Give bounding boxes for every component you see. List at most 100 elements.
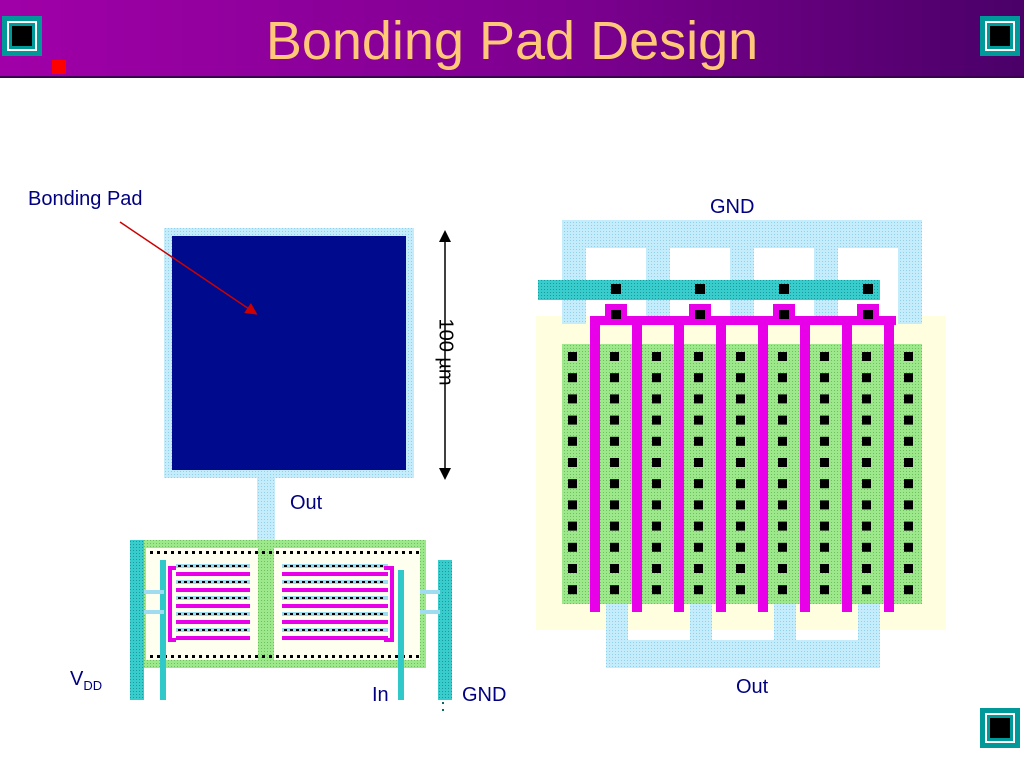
device-finger-contact [226, 613, 229, 615]
perimeter-dot [346, 655, 349, 658]
device-finger-contact [232, 565, 235, 567]
perimeter-dot [395, 655, 398, 658]
device-finger-contact [332, 597, 335, 599]
diffusion-contact [694, 521, 703, 531]
perimeter-dot [206, 551, 209, 554]
label-gnd-left: GND [462, 684, 507, 706]
diffusion-contact [820, 521, 829, 531]
diffusion-contact [820, 415, 829, 425]
diffusion-contact [694, 352, 703, 361]
label-vdd-sub: DD [83, 678, 103, 693]
diffusion-contact [820, 585, 829, 595]
device-finger [176, 596, 250, 600]
in-wire [398, 570, 404, 700]
diffusion-contact [820, 373, 829, 383]
perimeter-dot [255, 655, 258, 658]
title-banner [0, 0, 1024, 76]
device-finger [282, 604, 388, 608]
device-finger-contact [244, 629, 247, 631]
device-finger-contact [374, 597, 377, 599]
perimeter-dot [164, 551, 167, 554]
device-finger-contact [326, 613, 329, 615]
perimeter-dot [206, 655, 209, 658]
device-finger [176, 620, 250, 624]
device-finger-contact [320, 565, 323, 567]
device-finger-contact [190, 565, 193, 567]
out-comb-finger [858, 600, 880, 644]
diffusion-contact [694, 500, 703, 510]
diffusion-contact [862, 479, 871, 489]
diffusion-contact [736, 479, 745, 489]
device-finger-contact [208, 613, 211, 615]
device-finger-contact [314, 565, 317, 567]
device-finger-contact [190, 581, 193, 583]
poly-contact [779, 310, 789, 319]
device-finger-contact [296, 597, 299, 599]
perimeter-dot [311, 655, 314, 658]
perimeter-dot [360, 655, 363, 658]
device-finger-contact [296, 565, 299, 567]
label-out-left: Out [290, 492, 323, 514]
device-finger-contact [196, 565, 199, 567]
diffusion-contact [736, 521, 745, 531]
poly-bracket-left [168, 566, 176, 642]
label-bonding-pad: Bonding Pad [28, 188, 143, 210]
device-finger-contact [332, 629, 335, 631]
poly-gate-finger [716, 316, 726, 612]
diffusion-contact [904, 479, 913, 489]
protection-device [130, 540, 452, 711]
device-finger-contact [290, 613, 293, 615]
device-finger-contact [350, 629, 353, 631]
poly-contacts [605, 284, 879, 324]
diffusion-contact [610, 415, 619, 425]
perimeter-dot [178, 551, 181, 554]
diffusion-contact [820, 352, 829, 361]
bonding-pad [172, 236, 406, 470]
device-finger-contact [338, 565, 341, 567]
diffusion-contact [778, 479, 787, 489]
device-finger-contact [362, 565, 365, 567]
diffusion-contact [568, 458, 577, 467]
device-finger-contact [184, 565, 187, 567]
diffusion-contact [694, 458, 703, 467]
perimeter-dot [199, 551, 202, 554]
slide-title: Bonding Pad Design [265, 11, 759, 71]
device-finger-contact [220, 565, 223, 567]
device-finger-contact [290, 597, 293, 599]
device-finger-contact [290, 565, 293, 567]
device-finger-contact [226, 629, 229, 631]
perimeter-dot [241, 551, 244, 554]
perimeter-dot [402, 551, 405, 554]
diffusion-contact [568, 500, 577, 510]
poly-gate-finger [632, 316, 642, 612]
device-finger-contact [244, 581, 247, 583]
device-finger-contact [344, 565, 347, 567]
corner-square-icon-top-left [2, 16, 42, 56]
device-finger-contact [226, 565, 229, 567]
label-vdd-main: V [70, 668, 84, 690]
device-finger-contact [178, 581, 181, 583]
perimeter-dot [311, 551, 314, 554]
diffusion-contact [568, 373, 577, 383]
device-finger-contact [368, 565, 371, 567]
device-finger-contact [374, 581, 377, 583]
device-finger-contact [344, 597, 347, 599]
dimension-arrowhead-bottom [439, 468, 451, 480]
perimeter-dot [192, 655, 195, 658]
diffusion-contact [904, 458, 913, 467]
diffusion-contact [778, 542, 787, 552]
perimeter-dot [171, 551, 174, 554]
device-center-bus [258, 540, 274, 668]
diffusion-contact [778, 352, 787, 361]
device-finger-contact [220, 629, 223, 631]
device-finger-contact [208, 565, 211, 567]
device-finger-contact [202, 597, 205, 599]
diffusion-contact [694, 436, 703, 446]
perimeter-dot [346, 551, 349, 554]
device-finger [282, 636, 388, 640]
feed-contact [779, 284, 789, 294]
diffusion-contact [610, 436, 619, 446]
label-gnd-top: GND [710, 196, 755, 218]
device-finger-contact [214, 597, 217, 599]
device-finger-contact [220, 613, 223, 615]
